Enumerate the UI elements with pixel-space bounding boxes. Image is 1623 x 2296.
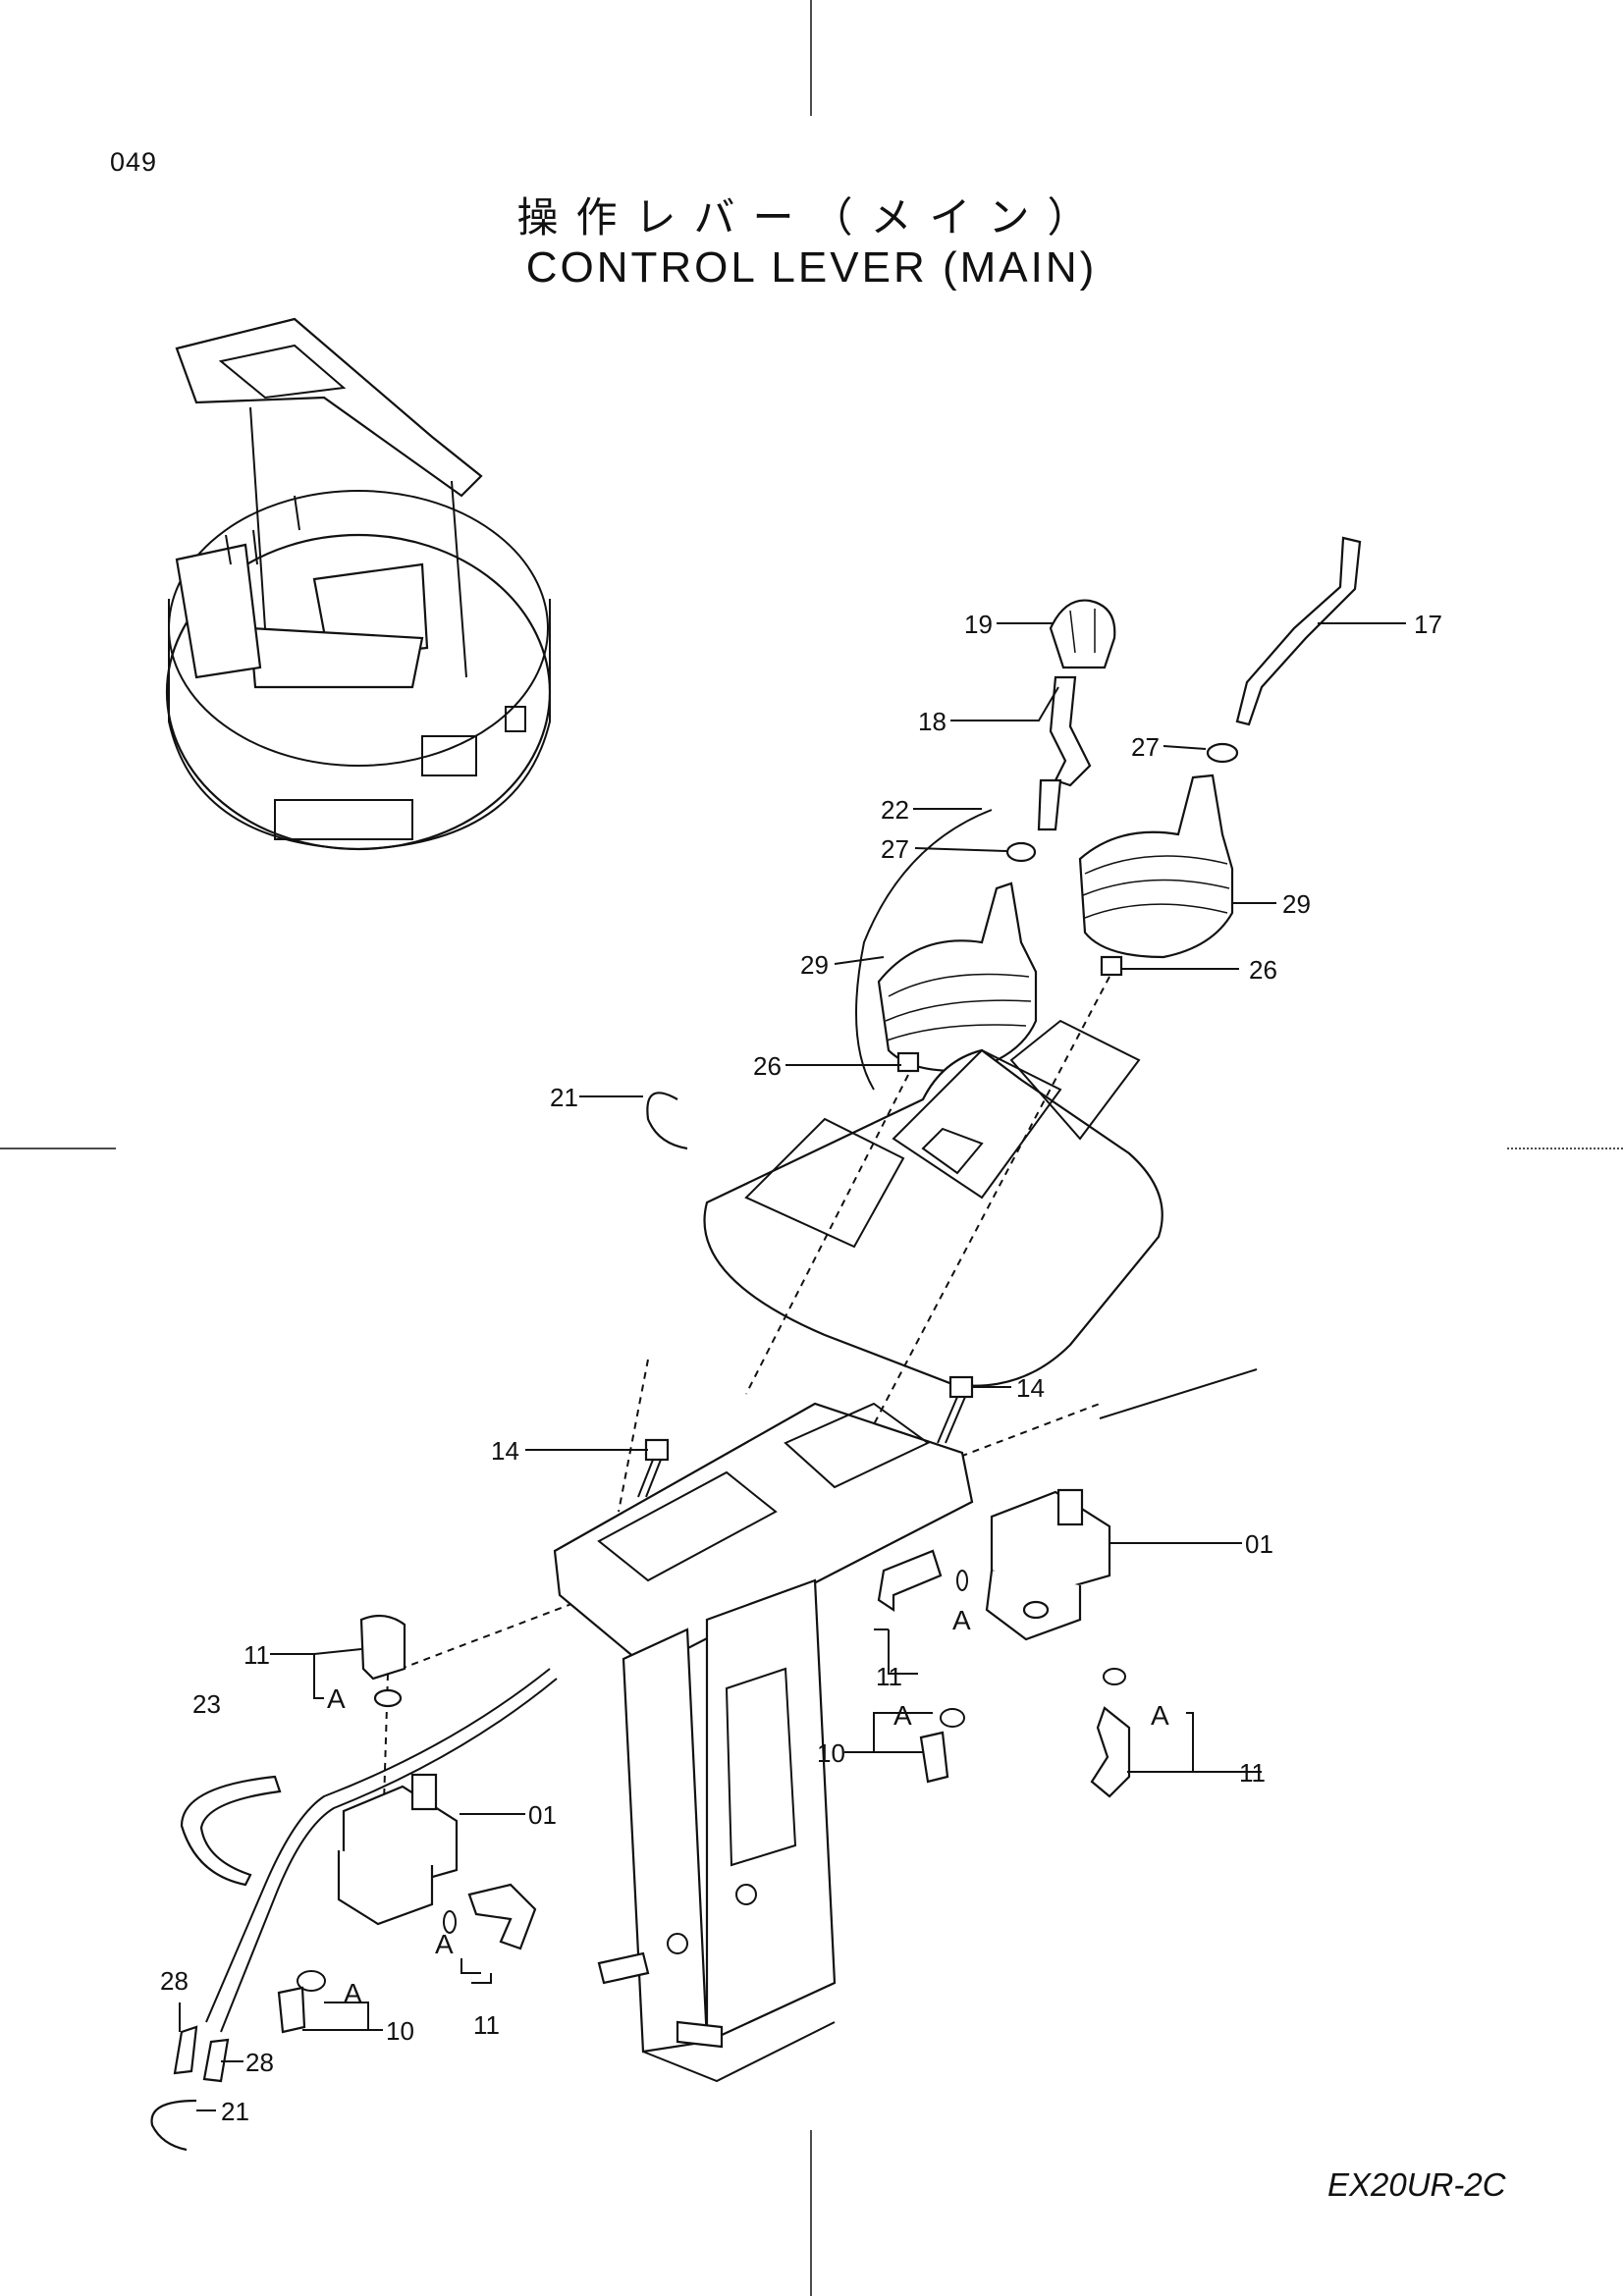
callout-28: 28	[245, 2048, 274, 2077]
callout-26: 26	[1249, 955, 1277, 985]
part-10-fittings	[277, 1731, 949, 2034]
callout-17: 17	[1414, 610, 1442, 639]
callout-11: 11	[243, 1640, 270, 1670]
page-title-en: CONTROL LEVER (MAIN)	[525, 243, 1098, 292]
callout-labels: 19 17 18 27 22 27 29 29 26 26 21 14 14 0…	[160, 610, 1442, 2126]
part-29-boots	[877, 774, 1234, 1072]
part-23-clip	[180, 1775, 282, 1887]
page-title-jp: 操作レバー（メイン）	[516, 193, 1107, 241]
callout-11: 11	[876, 1662, 902, 1691]
callout-a: A	[952, 1605, 971, 1635]
callout-23: 23	[192, 1689, 221, 1719]
leader-lines	[179, 622, 1406, 2111]
callout-10: 10	[386, 2016, 414, 2046]
callout-a: A	[344, 1978, 362, 2008]
o-rings	[297, 1570, 1126, 1992]
callout-01: 01	[1245, 1529, 1273, 1559]
part-19-knob	[1049, 599, 1116, 669]
callout-29: 29	[1282, 889, 1311, 919]
part-17-lever	[1235, 536, 1362, 726]
part-27-nuts	[1005, 742, 1239, 863]
callout-11: 11	[1239, 1758, 1266, 1788]
callout-01: 01	[528, 1800, 557, 1830]
callout-19: 19	[964, 610, 993, 639]
callout-21: 21	[221, 2097, 249, 2126]
part-28-connectors	[173, 2025, 230, 2083]
callout-29: 29	[800, 950, 829, 980]
part-11-fittings	[359, 1549, 1131, 1950]
lever-cables	[205, 1368, 1258, 2033]
callout-11: 11	[473, 2010, 500, 2040]
callout-a: A	[435, 1929, 454, 1959]
page-number: 049	[110, 147, 158, 177]
callout-26: 26	[753, 1051, 782, 1081]
machine-overview-illustration	[165, 317, 552, 851]
part-22-cable	[855, 809, 993, 1091]
console-cover	[703, 1019, 1163, 1387]
part-21-clip-upper	[646, 1092, 688, 1150]
callout-14: 14	[491, 1436, 519, 1466]
callout-a: A	[893, 1700, 912, 1731]
callout-10: 10	[817, 1738, 845, 1768]
part-26-bolts	[896, 955, 1123, 1073]
callout-27: 27	[1131, 732, 1160, 762]
part-14-bolts	[637, 1375, 974, 1498]
callout-27: 27	[881, 834, 909, 864]
part-21-clip-lower	[150, 2099, 197, 2152]
part-01-pilot-valve-left	[337, 1773, 459, 1926]
part-18-lever	[1037, 675, 1092, 831]
callout-a: A	[1151, 1700, 1169, 1731]
callout-22: 22	[881, 795, 909, 825]
callout-28: 28	[160, 1966, 189, 1996]
part-01-pilot-valve-right	[985, 1488, 1111, 1641]
callout-18: 18	[918, 707, 947, 736]
callout-14: 14	[1016, 1373, 1045, 1403]
control-stand-frame	[553, 1402, 974, 2083]
callout-a: A	[327, 1683, 346, 1714]
model-code: EX20UR-2C	[1327, 2166, 1506, 2203]
callout-21: 21	[550, 1083, 578, 1112]
